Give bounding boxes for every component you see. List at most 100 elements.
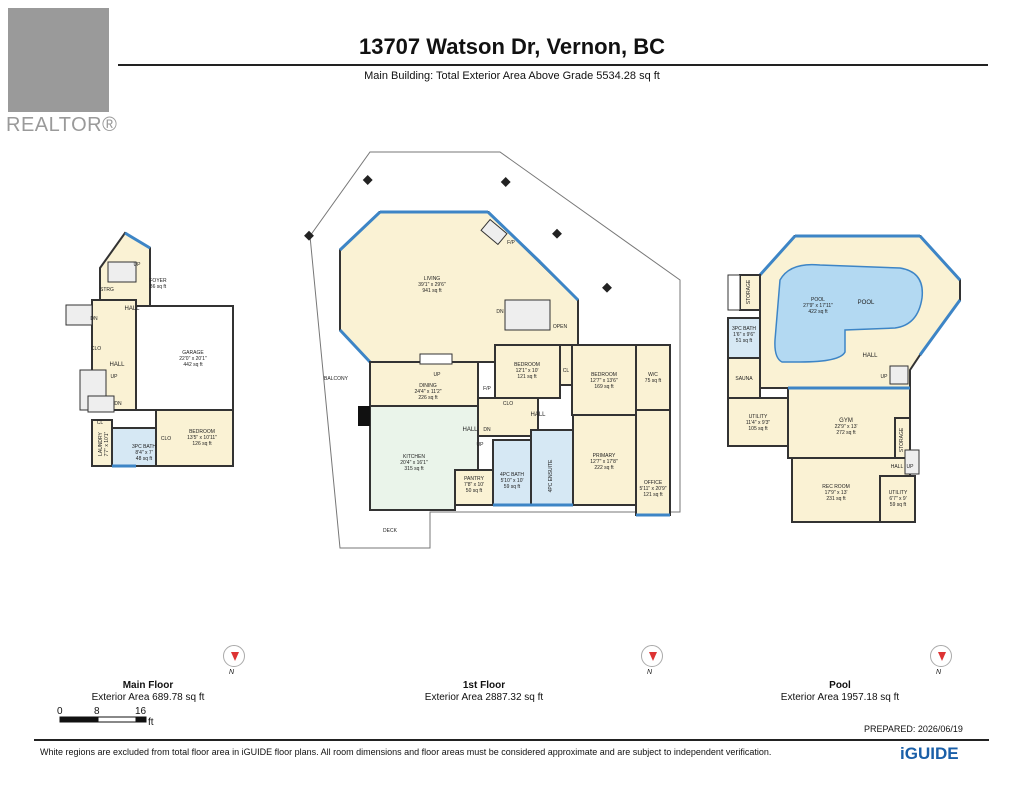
first-floor-area: Exterior Area 2887.32 sq ft: [424, 692, 544, 703]
garage-label: GARAGE: [182, 350, 204, 356]
pool-floor-name: Pool: [829, 680, 851, 691]
living-area: 941 sq ft: [422, 288, 442, 294]
main-bedroom-dims: 13'5" x 10'11": [187, 435, 217, 441]
first-floor-name: 1st Floor: [462, 680, 506, 691]
pool-bath-label: 3PC BATH: [732, 326, 756, 332]
page-title: 13707 Watson Dr, Vernon, BC: [358, 34, 666, 59]
gym-dims: 22'9" x 13': [835, 424, 858, 430]
pool-bath-area: 51 sq ft: [736, 338, 753, 344]
utility2-dims: 6'7" x 9': [889, 496, 906, 502]
pool-labels: STORAGE POOL 27'9" x 17'11" 422 sq ft PO…: [732, 279, 914, 508]
balcony-label: BALCONY: [324, 376, 349, 382]
utility1-label: UTILITY: [749, 414, 768, 420]
scale-unit: ft: [148, 717, 154, 728]
main-floor-plan: [65, 231, 234, 468]
main-bath-label: 3PC BATH: [132, 444, 156, 450]
main-dn2-label: DN: [114, 401, 122, 407]
pool-compass-n: N: [936, 669, 942, 676]
pool-dims: 27'9" x 17'11": [803, 303, 833, 309]
dining-area: 226 sq ft: [418, 395, 438, 401]
laundry-label: LAUNDRY: [98, 431, 104, 455]
pool-plan: [727, 234, 962, 523]
pool-bath-dims: 1'6" x 9'6": [733, 332, 755, 338]
main-clo-label: CLO: [91, 346, 101, 352]
primary-area: 222 sq ft: [594, 465, 614, 471]
garage-dims: 22'0" x 20'1": [179, 356, 207, 362]
first-hall1-label: HALL: [462, 427, 478, 433]
pool-area: 422 sq ft: [808, 309, 828, 315]
main-hall-label: HALL: [124, 306, 140, 312]
header-divider: [118, 64, 988, 66]
main-cl-label: CL: [97, 420, 104, 426]
first-floor-compass-n: N: [647, 669, 653, 676]
bath4-dims: 5'10" x 10': [501, 478, 524, 484]
pool-floor-area: Exterior Area 1957.18 sq ft: [780, 692, 900, 703]
footer-disclaimer: White regions are excluded from total fl…: [40, 747, 772, 757]
prepared-date: PREPARED: 2026/06/19: [864, 724, 963, 734]
first-cl-label: CL: [563, 368, 570, 374]
main-clo2-label: CLO: [161, 436, 171, 442]
bath4-label: 4PC BATH: [500, 472, 524, 478]
rec-room-label: REC ROOM: [822, 484, 850, 490]
gym-label: GYM: [839, 418, 853, 424]
rec-room-dims: 17'9" x 13': [825, 490, 848, 496]
bedroom1-label: BEDROOM: [514, 362, 540, 368]
main-up2-label: UP: [111, 374, 119, 380]
realtor-logo-mark: [8, 8, 109, 112]
realtor-logo-text: REALTOR®: [6, 114, 118, 136]
bedroom1-dims: 12'1" x 10': [516, 368, 539, 374]
main-bath-dims: 8'4" x 7': [135, 450, 152, 456]
page-subtitle: Main Building: Total Exterior Area Above…: [364, 70, 660, 82]
pantry-dims: 7'8" x 10': [464, 482, 484, 488]
main-foyer-area: 86 sq ft: [150, 284, 167, 290]
pantry-area: 50 sq ft: [466, 488, 483, 494]
scale-tick-8: 8: [94, 706, 100, 717]
pool-label: POOL: [811, 297, 825, 303]
kitchen-label: KITCHEN: [403, 454, 425, 460]
pool-storage-label: STORAGE: [746, 279, 752, 304]
scale-tick-16: 16: [135, 706, 147, 717]
bedroom2-dims: 12'7" x 13'6": [590, 378, 618, 384]
utility2-area: 59 sq ft: [890, 502, 907, 508]
first-up-label: UP: [434, 372, 442, 378]
first-hall2-label: HALL: [530, 412, 546, 418]
pantry-label: PANTRY: [464, 476, 484, 482]
bedroom1-area: 121 sq ft: [517, 374, 537, 380]
kitchen-area: 315 sq ft: [404, 466, 424, 472]
utility1-area: 105 sq ft: [748, 426, 768, 432]
footer-divider: [34, 739, 989, 741]
first-floor-labels: LIVING 39'1" x 29'6" 941 sq ft F/P DN OP…: [324, 240, 667, 534]
first-floor-plan: [304, 151, 681, 549]
primary-label: PRIMARY: [593, 453, 616, 459]
main-floor-area: Exterior Area 689.78 sq ft: [91, 692, 205, 703]
first-up2-label: UP: [477, 442, 485, 448]
main-foyer-label: FOYER: [149, 278, 167, 284]
office-dims: 5'11" x 20'9": [639, 486, 666, 492]
deck-label: DECK: [383, 528, 398, 534]
first-dn2-label: DN: [483, 427, 491, 433]
main-dn-label: DN: [90, 316, 98, 322]
wic-label: W/C: [648, 372, 658, 378]
bedroom2-area: 169 sq ft: [594, 384, 614, 390]
iguide-logo: iGUIDE: [900, 744, 959, 763]
pool-up2-label: UP: [907, 464, 915, 470]
main-floor-compass-n: N: [229, 669, 235, 676]
bath4-area: 59 sq ft: [504, 484, 521, 490]
office-label: OFFICE: [644, 480, 663, 486]
utility1-dims: 11'4" x 9'3": [746, 420, 770, 426]
main-floor-labels: UP FOYER 86 sq ft STRG HALL DN CLO HALL …: [90, 262, 217, 462]
utility2-label: UTILITY: [889, 490, 908, 496]
scale-bar: [59, 716, 147, 723]
first-dn-label: DN: [496, 309, 504, 315]
main-hall2-label: HALL: [109, 362, 125, 368]
main-strg-label: STRG: [100, 287, 114, 293]
pool-compass-icon: [930, 645, 952, 667]
main-floor-name: Main Floor: [122, 680, 174, 691]
main-up-label: UP: [134, 262, 142, 268]
pool-hall2-label: HALL: [891, 464, 904, 470]
main-bath-area: 48 sq ft: [136, 456, 153, 462]
bedroom2-label: BEDROOM: [591, 372, 617, 378]
office-area: 121 sq ft: [643, 492, 663, 498]
living-dims: 39'1" x 29'6": [418, 282, 446, 288]
